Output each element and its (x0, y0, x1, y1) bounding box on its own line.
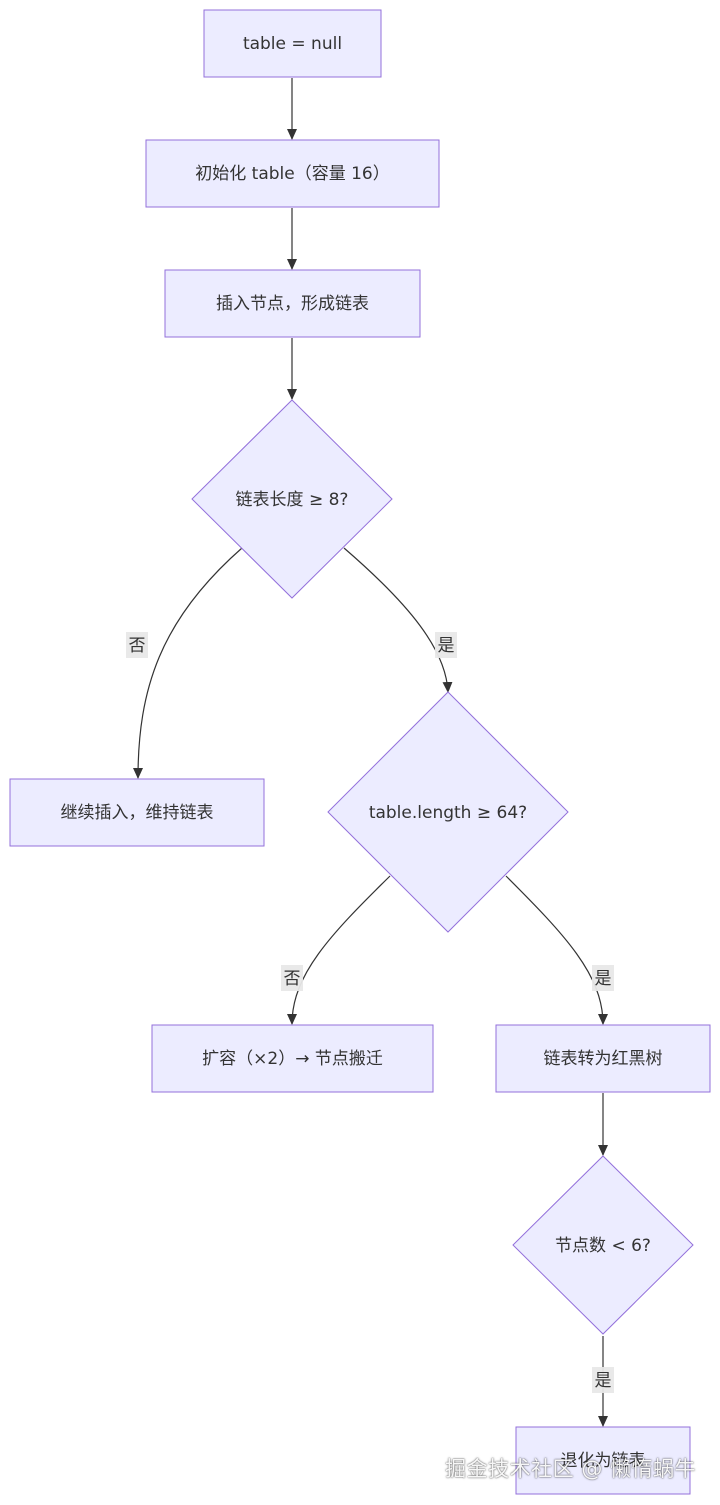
edge-label-count-yes: 是 (592, 1367, 614, 1393)
decision-node-count: 节点数 < 6? (512, 1155, 694, 1335)
edge-check-len-no (133, 547, 243, 779)
svg-text:否: 否 (129, 636, 146, 656)
node-resize-label: 扩容（×2）→ 节点搬迁 (202, 1049, 383, 1069)
node-table-null-label: table = null (243, 34, 342, 54)
node-untreeify: 退化为链表 (515, 1426, 691, 1495)
node-init-table-label: 初始化 table（容量 16） (195, 164, 390, 184)
node-resize: 扩容（×2）→ 节点搬迁 (151, 1024, 434, 1093)
decision-table-length-label: table.length ≥ 64? (369, 803, 527, 823)
watermark: 掘金技术社区 @ 懒惰蜗牛 (445, 1457, 696, 1481)
edge-label-len-no: 否 (126, 632, 148, 658)
node-treeify: 链表转为红黑树 (495, 1024, 711, 1093)
node-keep-list: 继续插入，维持链表 (9, 778, 265, 847)
decision-node-count-label: 节点数 < 6? (555, 1236, 651, 1256)
svg-text:否: 否 (284, 969, 301, 989)
node-treeify-label: 链表转为红黑树 (544, 1049, 663, 1069)
node-insert-node: 插入节点，形成链表 (164, 269, 421, 338)
node-keep-list-label: 继续插入，维持链表 (61, 803, 214, 823)
node-init-table: 初始化 table（容量 16） (145, 139, 440, 208)
edge-label-table-yes: 是 (592, 965, 614, 991)
edge-check-table-no (287, 875, 391, 1025)
decision-chain-length-label: 链表长度 ≥ 8? (236, 490, 349, 510)
edge-check-len-yes (343, 547, 453, 693)
edge-label-len-yes: 是 (435, 632, 457, 658)
node-table-null: table = null (203, 9, 382, 78)
decision-chain-length: 链表长度 ≥ 8? (191, 399, 393, 599)
svg-text:是: 是 (595, 969, 612, 989)
svg-text:是: 是 (595, 1371, 612, 1391)
node-insert-node-label: 插入节点，形成链表 (216, 294, 369, 314)
edge-label-table-no: 否 (281, 965, 303, 991)
svg-text:是: 是 (438, 636, 455, 656)
node-untreeify-label: 退化为链表 (561, 1451, 646, 1471)
edge-check-table-yes (505, 875, 608, 1025)
decision-table-length: table.length ≥ 64? (327, 691, 569, 933)
